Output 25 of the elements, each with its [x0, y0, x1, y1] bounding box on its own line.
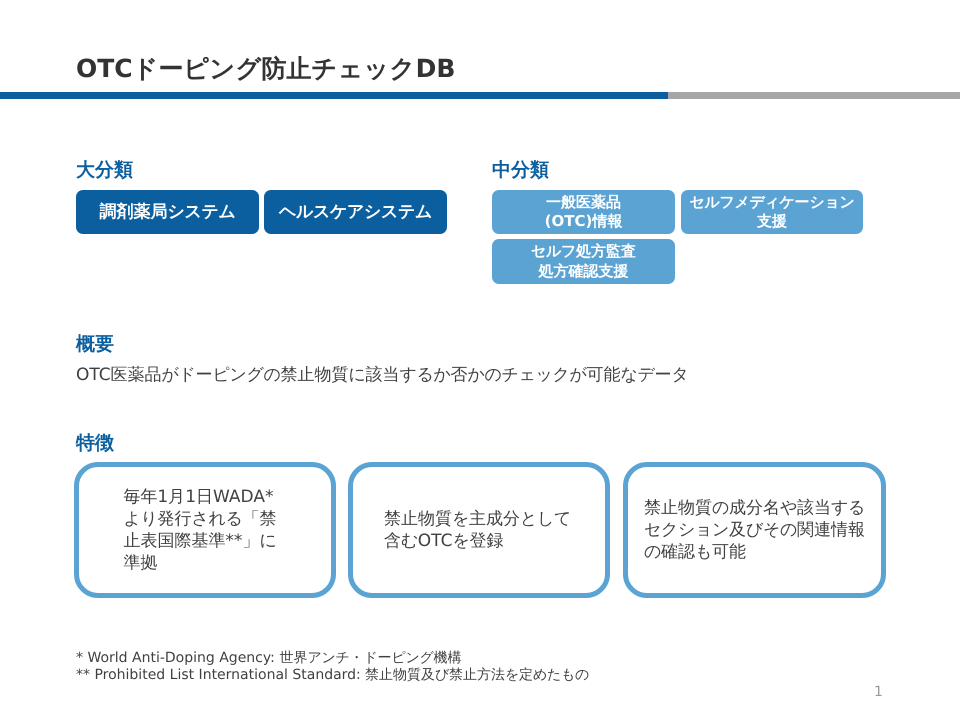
- category-box: [681, 190, 863, 234]
- category-box: [492, 239, 675, 284]
- section-heading: 大分類: [76, 158, 133, 183]
- footnote: ** Prohibited List International Standard: 禁止物質及び禁止方法を定めたもの: [76, 666, 590, 684]
- section-heading: 中分類: [492, 158, 549, 183]
- section-heading: 概要: [76, 332, 114, 357]
- feature-card: [623, 462, 886, 598]
- title: OTCドーピング防止チェックDB: [76, 53, 456, 85]
- category-box: [264, 190, 447, 234]
- feature-card: [74, 462, 336, 598]
- node-text: セルフ処方監査処方確認支援: [531, 242, 636, 281]
- footnote: * World Anti-Doping Agency: 世界アンチ・ドーピング機構: [76, 649, 462, 667]
- feature-card: [348, 462, 610, 598]
- node-text: 禁止物質を主成分として含むOTCを登録: [384, 508, 572, 552]
- page-number: 1: [874, 684, 883, 700]
- node-text: 禁止物質の成分名や該当するセクション及びその関連情報の確認も可能: [644, 496, 865, 564]
- node-text: ヘルスケアシステム: [279, 200, 432, 224]
- category-box: [492, 190, 675, 234]
- overview-text: OTC医薬品がドーピングの禁止物質に該当するか否かのチェックが可能なデータ: [76, 364, 689, 386]
- node-text: 調剤薬局システム: [100, 200, 236, 224]
- section-heading: 特徴: [76, 431, 114, 456]
- node-text: 毎年1月1日WADA*より発行される「禁止表国際基準**」に準拠: [123, 486, 278, 574]
- node-text: セルフメディケーション支援: [688, 192, 856, 232]
- category-box: [76, 190, 259, 234]
- node-text: 一般医薬品(OTC)情報: [544, 192, 624, 232]
